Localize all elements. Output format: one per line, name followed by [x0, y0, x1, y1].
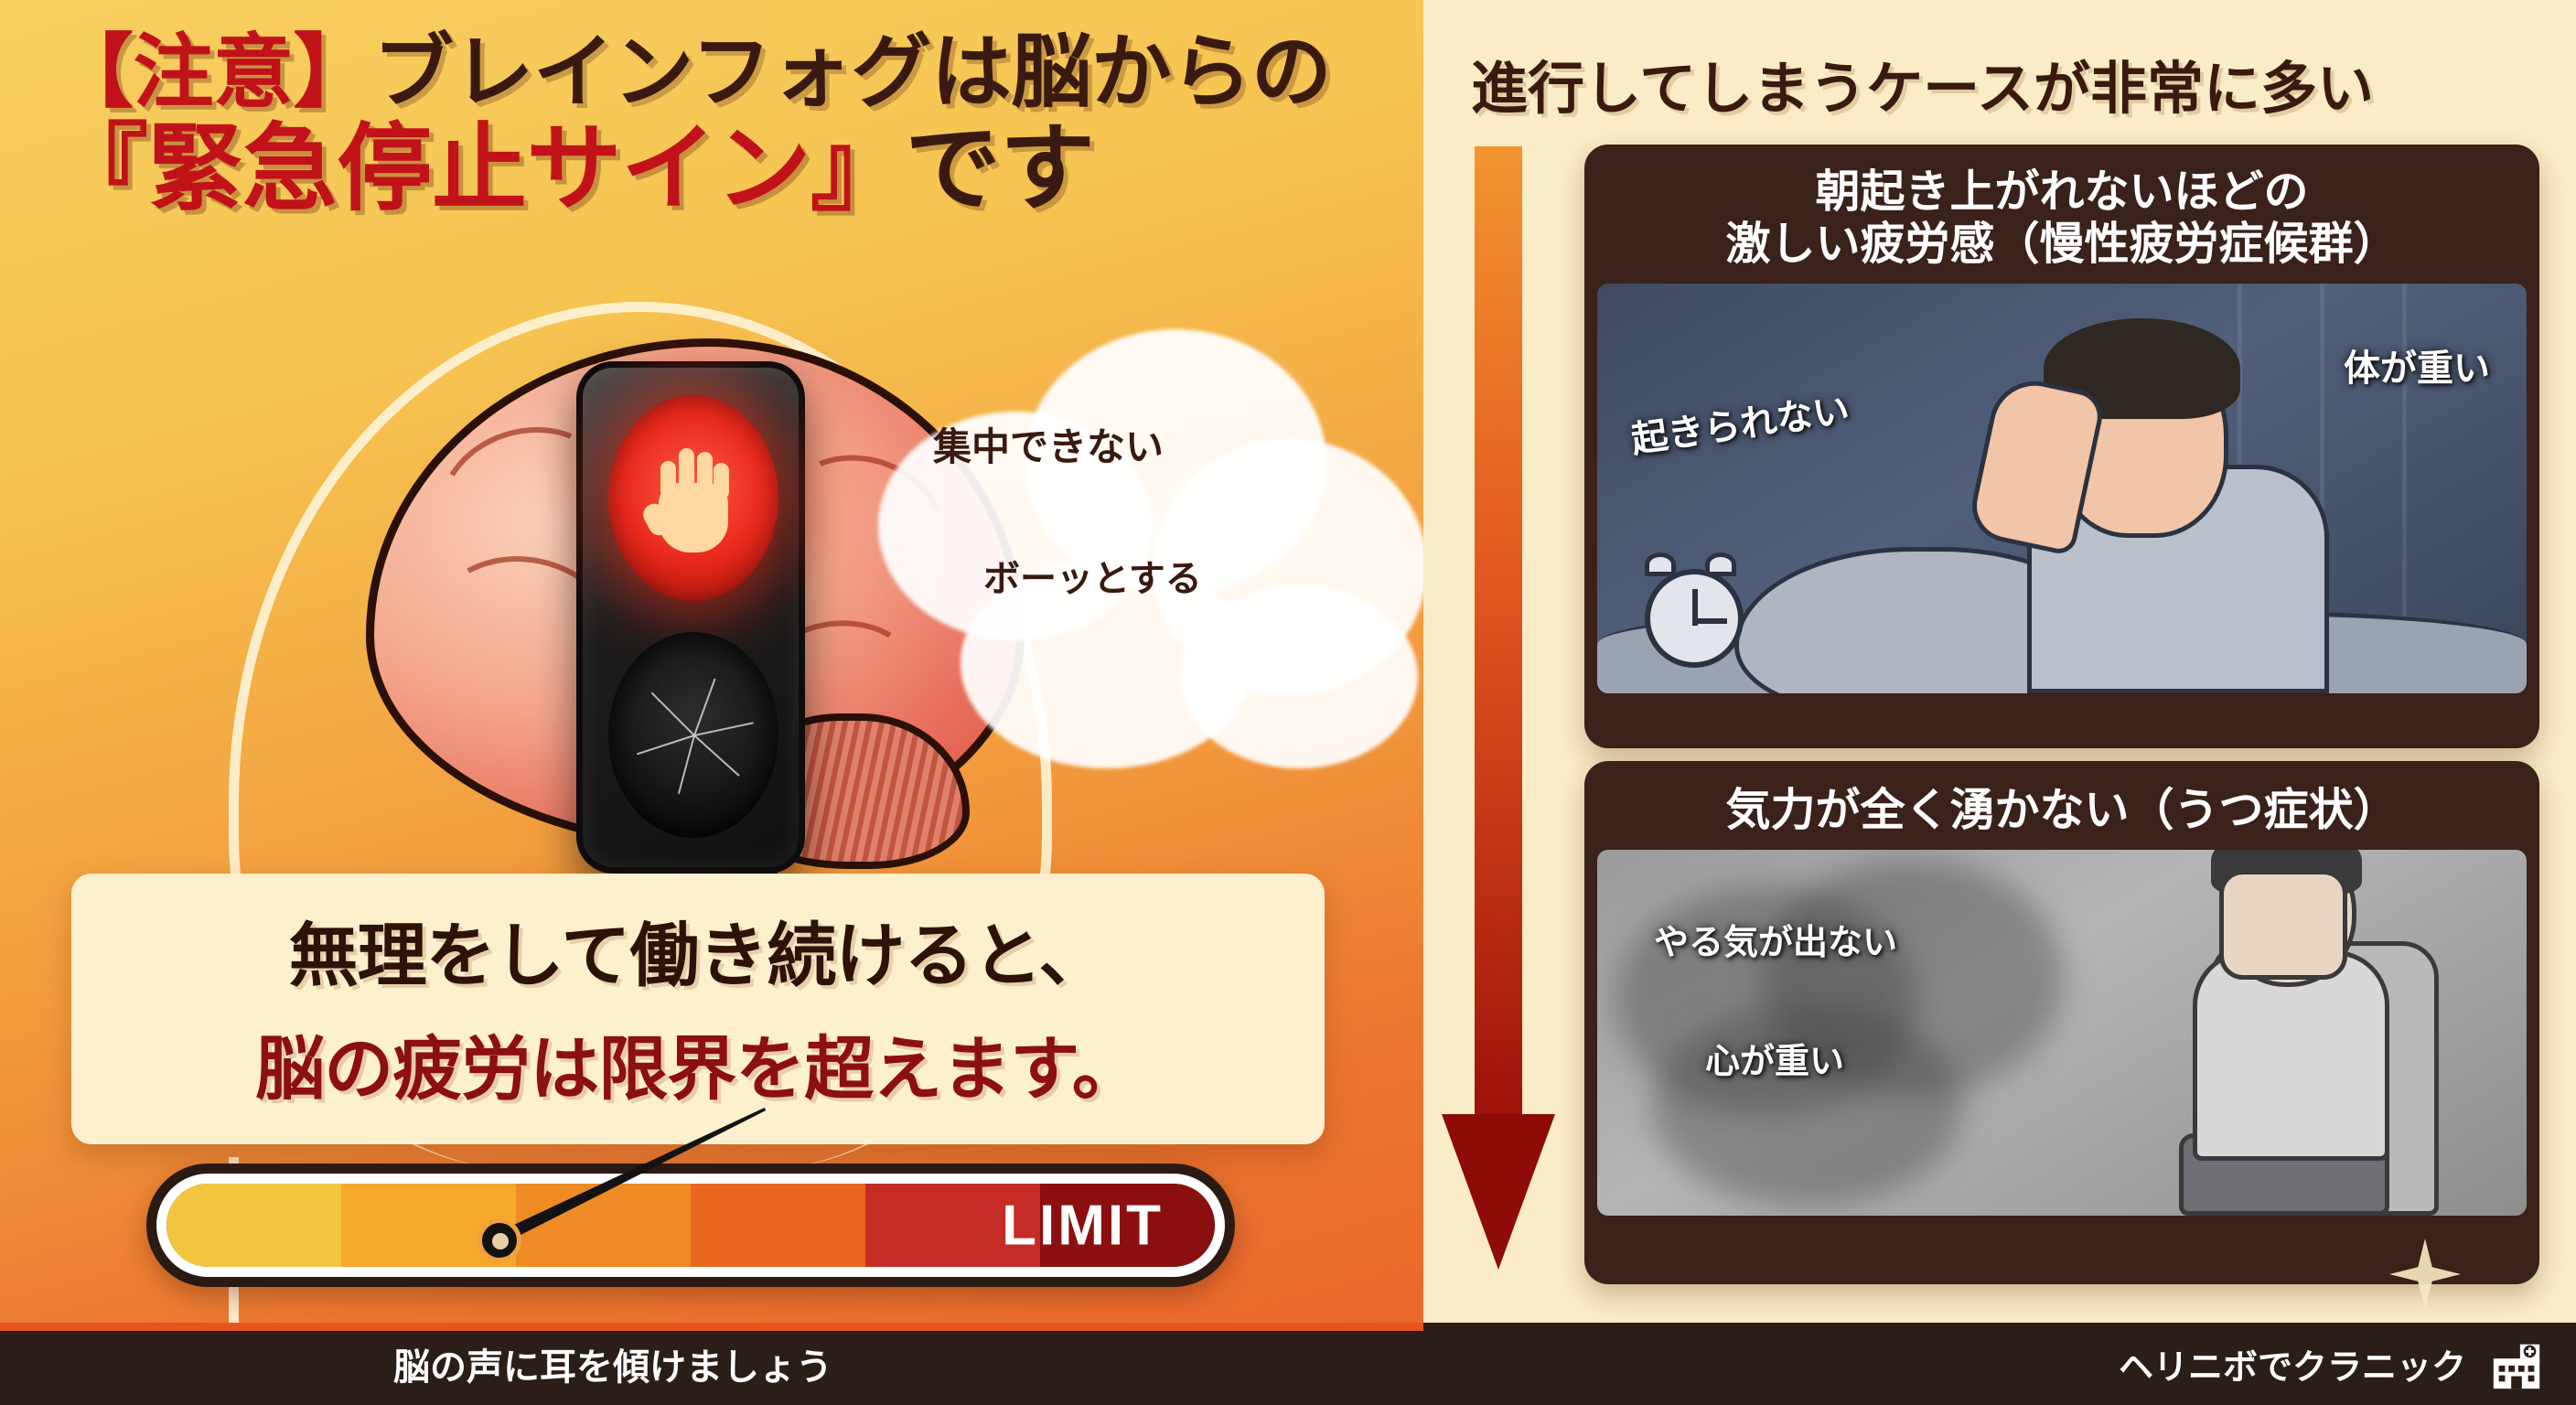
symptom-card-title-line-1: 朝起き上がれないほどの: [1815, 167, 2309, 217]
left-panel: 【注意】ブレインフォグは脳からの 『緊急停止サイン』です: [0, 0, 1423, 1405]
headline-line-1: 【注意】ブレインフォグは脳からの: [53, 31, 1398, 113]
despair-scene-illustration: やる気が出ない 心が重い: [1597, 849, 2527, 1216]
hospital-icon: [2493, 1344, 2540, 1389]
right-panel-title: 進行してしまうケースが非常に多い: [1471, 58, 2375, 121]
scene-label-no-motivation: やる気が出ない: [1654, 923, 1898, 962]
limit-gauge: LIMIT: [146, 1164, 1235, 1287]
gauge-segment: [1040, 1184, 1215, 1267]
alarm-clock-icon: [1645, 568, 1744, 668]
message-line-1: 無理をして働き続けると、: [288, 917, 1109, 995]
headline-line-2: 『緊急停止サイン』です: [53, 121, 1398, 218]
footer-message: 脳の声に耳を傾けましょう: [393, 1347, 832, 1388]
gauge-needle-hub: [478, 1218, 521, 1262]
gauge-segment: [166, 1184, 341, 1267]
symptom-card-fatigue: 朝起き上がれないほどの 激しい疲労感（慢性疲労症候群） 起きられない 体が重い: [1584, 145, 2539, 748]
gauge-segment: [691, 1184, 865, 1267]
gauge-segment: [865, 1184, 1040, 1267]
gauge-track: [156, 1174, 1225, 1277]
cracked-lamp-icon: [608, 632, 778, 838]
headline-line-1-text: ブレインフォグは脳からの: [373, 27, 1332, 117]
scene-label-heart-heavy: 心が重い: [1705, 1042, 1845, 1081]
scene-label-cannot-get-up: 起きられない: [1628, 390, 1852, 461]
symptom-card-title: 気力が全く湧かない（うつ症状）: [1597, 776, 2527, 850]
headline-line-2-suffix: です: [905, 115, 1096, 222]
footer-accent-line: [0, 1323, 1423, 1331]
message-box: 無理をして働き続けると、 脳の疲労は限界を超えます。: [71, 874, 1325, 1144]
right-panel: 進行してしまうケースが非常に多い 朝起き上がれないほどの 激しい疲労感（慢性疲労…: [1423, 0, 2576, 1405]
gauge-limit-label: LIMIT: [1002, 1194, 1164, 1257]
fog-cloud: [851, 302, 1423, 778]
stop-hand-icon: [608, 395, 778, 601]
footer-bar: 脳の声に耳を傾けましょう ヘリニボでクラニック: [0, 1323, 2576, 1405]
headline: 【注意】ブレインフォグは脳からの 『緊急停止サイン』です: [53, 31, 1398, 218]
footer-brand-name: ヘリニボでクラニック: [2118, 1348, 2466, 1388]
alert-tag: 【注意】: [53, 27, 374, 117]
scene-label-body-heavy: 体が重い: [2344, 348, 2490, 389]
cloud-label-spacing-out: ボーッとする: [983, 559, 1202, 599]
symptom-card-title-line-2: 激しい疲労感（慢性疲労症候群）: [1725, 219, 2399, 269]
headline-quoted-phrase: 『緊急停止サイン』: [53, 115, 906, 222]
symptom-card-depression: 気力が全く湧かない（うつ症状） やる気が出ない 心が重い: [1584, 761, 2539, 1284]
symptom-card-title-line-1: 気力が全く湧かない（うつ症状）: [1725, 786, 2399, 835]
symptom-card-title: 朝起き上がれないほどの 激しい疲労感（慢性疲労症候群）: [1597, 159, 2527, 284]
traffic-light-icon: [576, 361, 805, 874]
progression-arrow-icon: [1442, 146, 1555, 1271]
bed-scene-illustration: 起きられない 体が重い: [1597, 283, 2527, 693]
message-line-2: 脳の疲労は限界を超えます。: [255, 1031, 1141, 1109]
gauge-segment: [516, 1184, 691, 1267]
cloud-label-concentration: 集中できない: [933, 425, 1165, 468]
